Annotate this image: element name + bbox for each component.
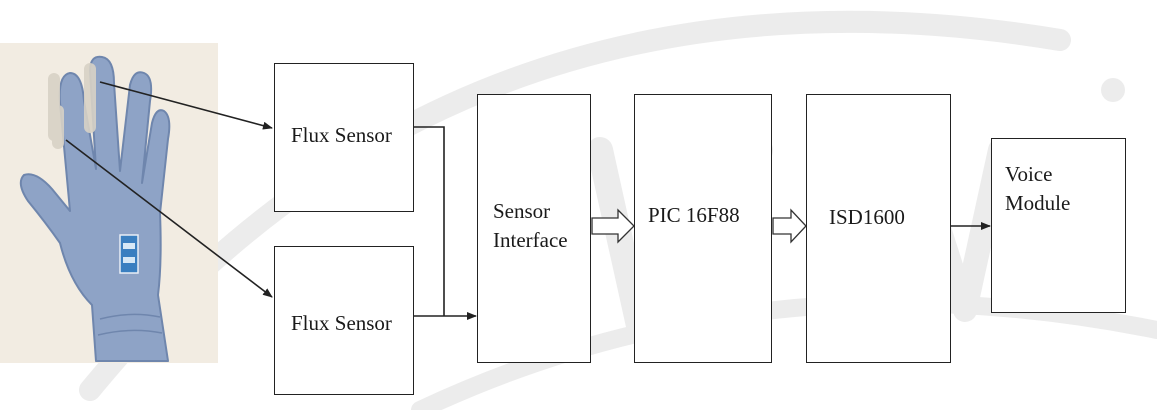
voice-module-block: Voice Module xyxy=(991,138,1126,313)
pic-label: PIC 16F88 xyxy=(648,201,740,230)
pic-to-isd-block-arrow xyxy=(773,210,806,242)
interface-to-pic-block-arrow xyxy=(592,210,634,242)
sensor-interface-label: Sensor Interface xyxy=(493,197,568,255)
flux-sensor-bottom-block: Flux Sensor xyxy=(274,246,414,395)
isd-label: ISD1600 xyxy=(829,203,905,232)
voice-module-label: Voice Module xyxy=(1005,160,1070,218)
flux-top-to-interface-line xyxy=(414,127,444,316)
glove-to-flux-sensor-top-arrow xyxy=(100,82,272,128)
flux-sensor-top-label: Flux Sensor xyxy=(291,121,392,150)
pic-block: PIC 16F88 xyxy=(634,94,772,363)
isd-block: ISD1600 xyxy=(806,94,951,363)
glove-to-flux-sensor-bottom-arrow xyxy=(66,140,272,297)
sensor-interface-block: Sensor Interface xyxy=(477,94,591,363)
flux-sensor-bottom-label: Flux Sensor xyxy=(291,309,392,338)
flux-sensor-top-block: Flux Sensor xyxy=(274,63,414,212)
